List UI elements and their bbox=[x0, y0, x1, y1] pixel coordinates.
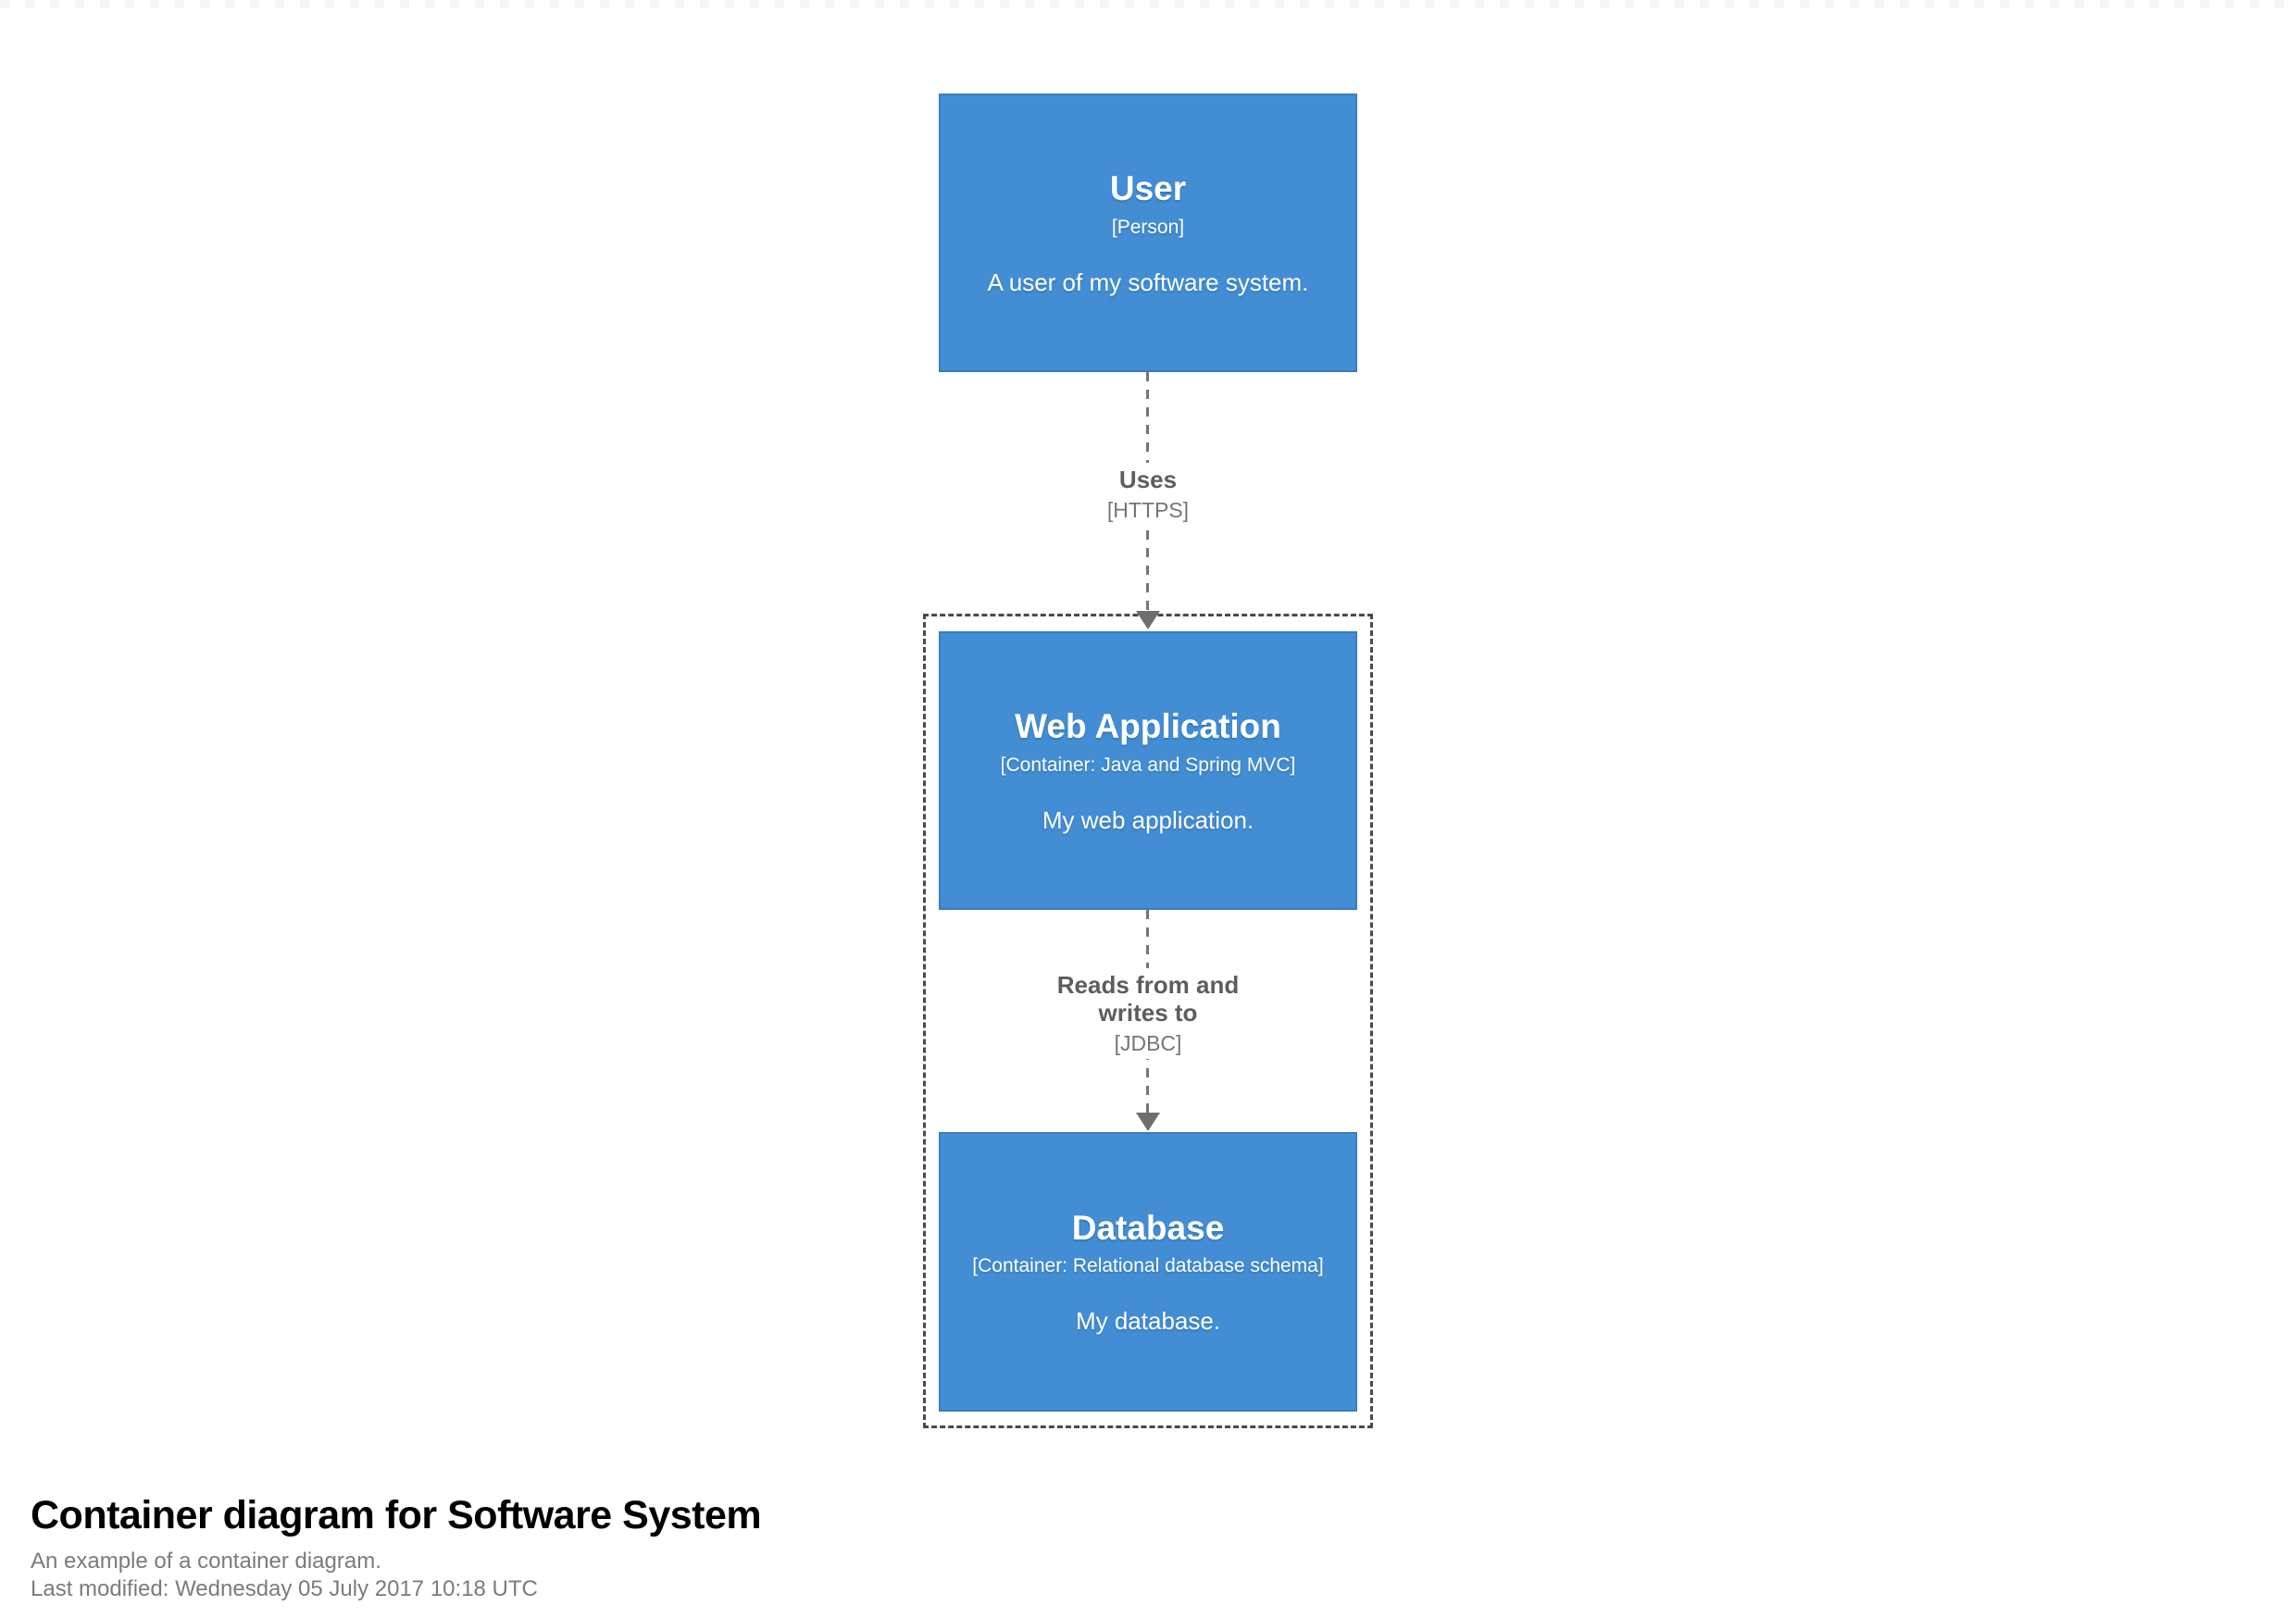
element-web-application-name: Web Application bbox=[1015, 707, 1281, 746]
relationship-uses-technology: [HTTPS] bbox=[1106, 497, 1190, 522]
element-user-meta: [Person] bbox=[1111, 216, 1185, 238]
element-database-name: Database bbox=[1071, 1208, 1225, 1247]
element-database-description: My database. bbox=[1075, 1307, 1221, 1336]
element-user-description: A user of my software system. bbox=[987, 268, 1309, 296]
relationship-uses-label[interactable]: Uses [HTTPS] bbox=[1072, 463, 1224, 527]
element-database-meta: [Container: Relational database schema] bbox=[972, 1255, 1324, 1276]
diagram-last-modified: Last modified: Wednesday 05 July 2017 10… bbox=[31, 1575, 538, 1601]
element-user-name: User bbox=[1109, 169, 1187, 208]
arrowhead-down-icon bbox=[1136, 611, 1160, 629]
page-edge-dashes bbox=[0, 0, 2296, 8]
element-web-application-meta: [Container: Java and Spring MVC] bbox=[1000, 753, 1296, 776]
diagram-subtitle: An example of a container diagram. bbox=[31, 1548, 381, 1574]
relationship-uses-name: Uses bbox=[1118, 466, 1178, 493]
arrowhead-down-icon bbox=[1136, 1113, 1160, 1131]
element-user[interactable]: User [Person] A user of my software syst… bbox=[939, 93, 1357, 372]
element-web-application-description: My web application. bbox=[1042, 805, 1254, 834]
diagram-title: Container diagram for Software System bbox=[31, 1493, 762, 1537]
relationship-reads-writes-label[interactable]: Reads from and writes to [JDBC] bbox=[1035, 968, 1261, 1060]
relationship-reads-writes-name: Reads from and writes to bbox=[1056, 971, 1240, 1027]
element-database[interactable]: Database [Container: Relational database… bbox=[939, 1132, 1357, 1412]
diagram-footer: Container diagram for Software System An… bbox=[31, 1492, 762, 1603]
relationship-reads-writes-technology: [JDBC] bbox=[1114, 1030, 1182, 1055]
element-web-application[interactable]: Web Application [Container: Java and Spr… bbox=[939, 631, 1357, 910]
